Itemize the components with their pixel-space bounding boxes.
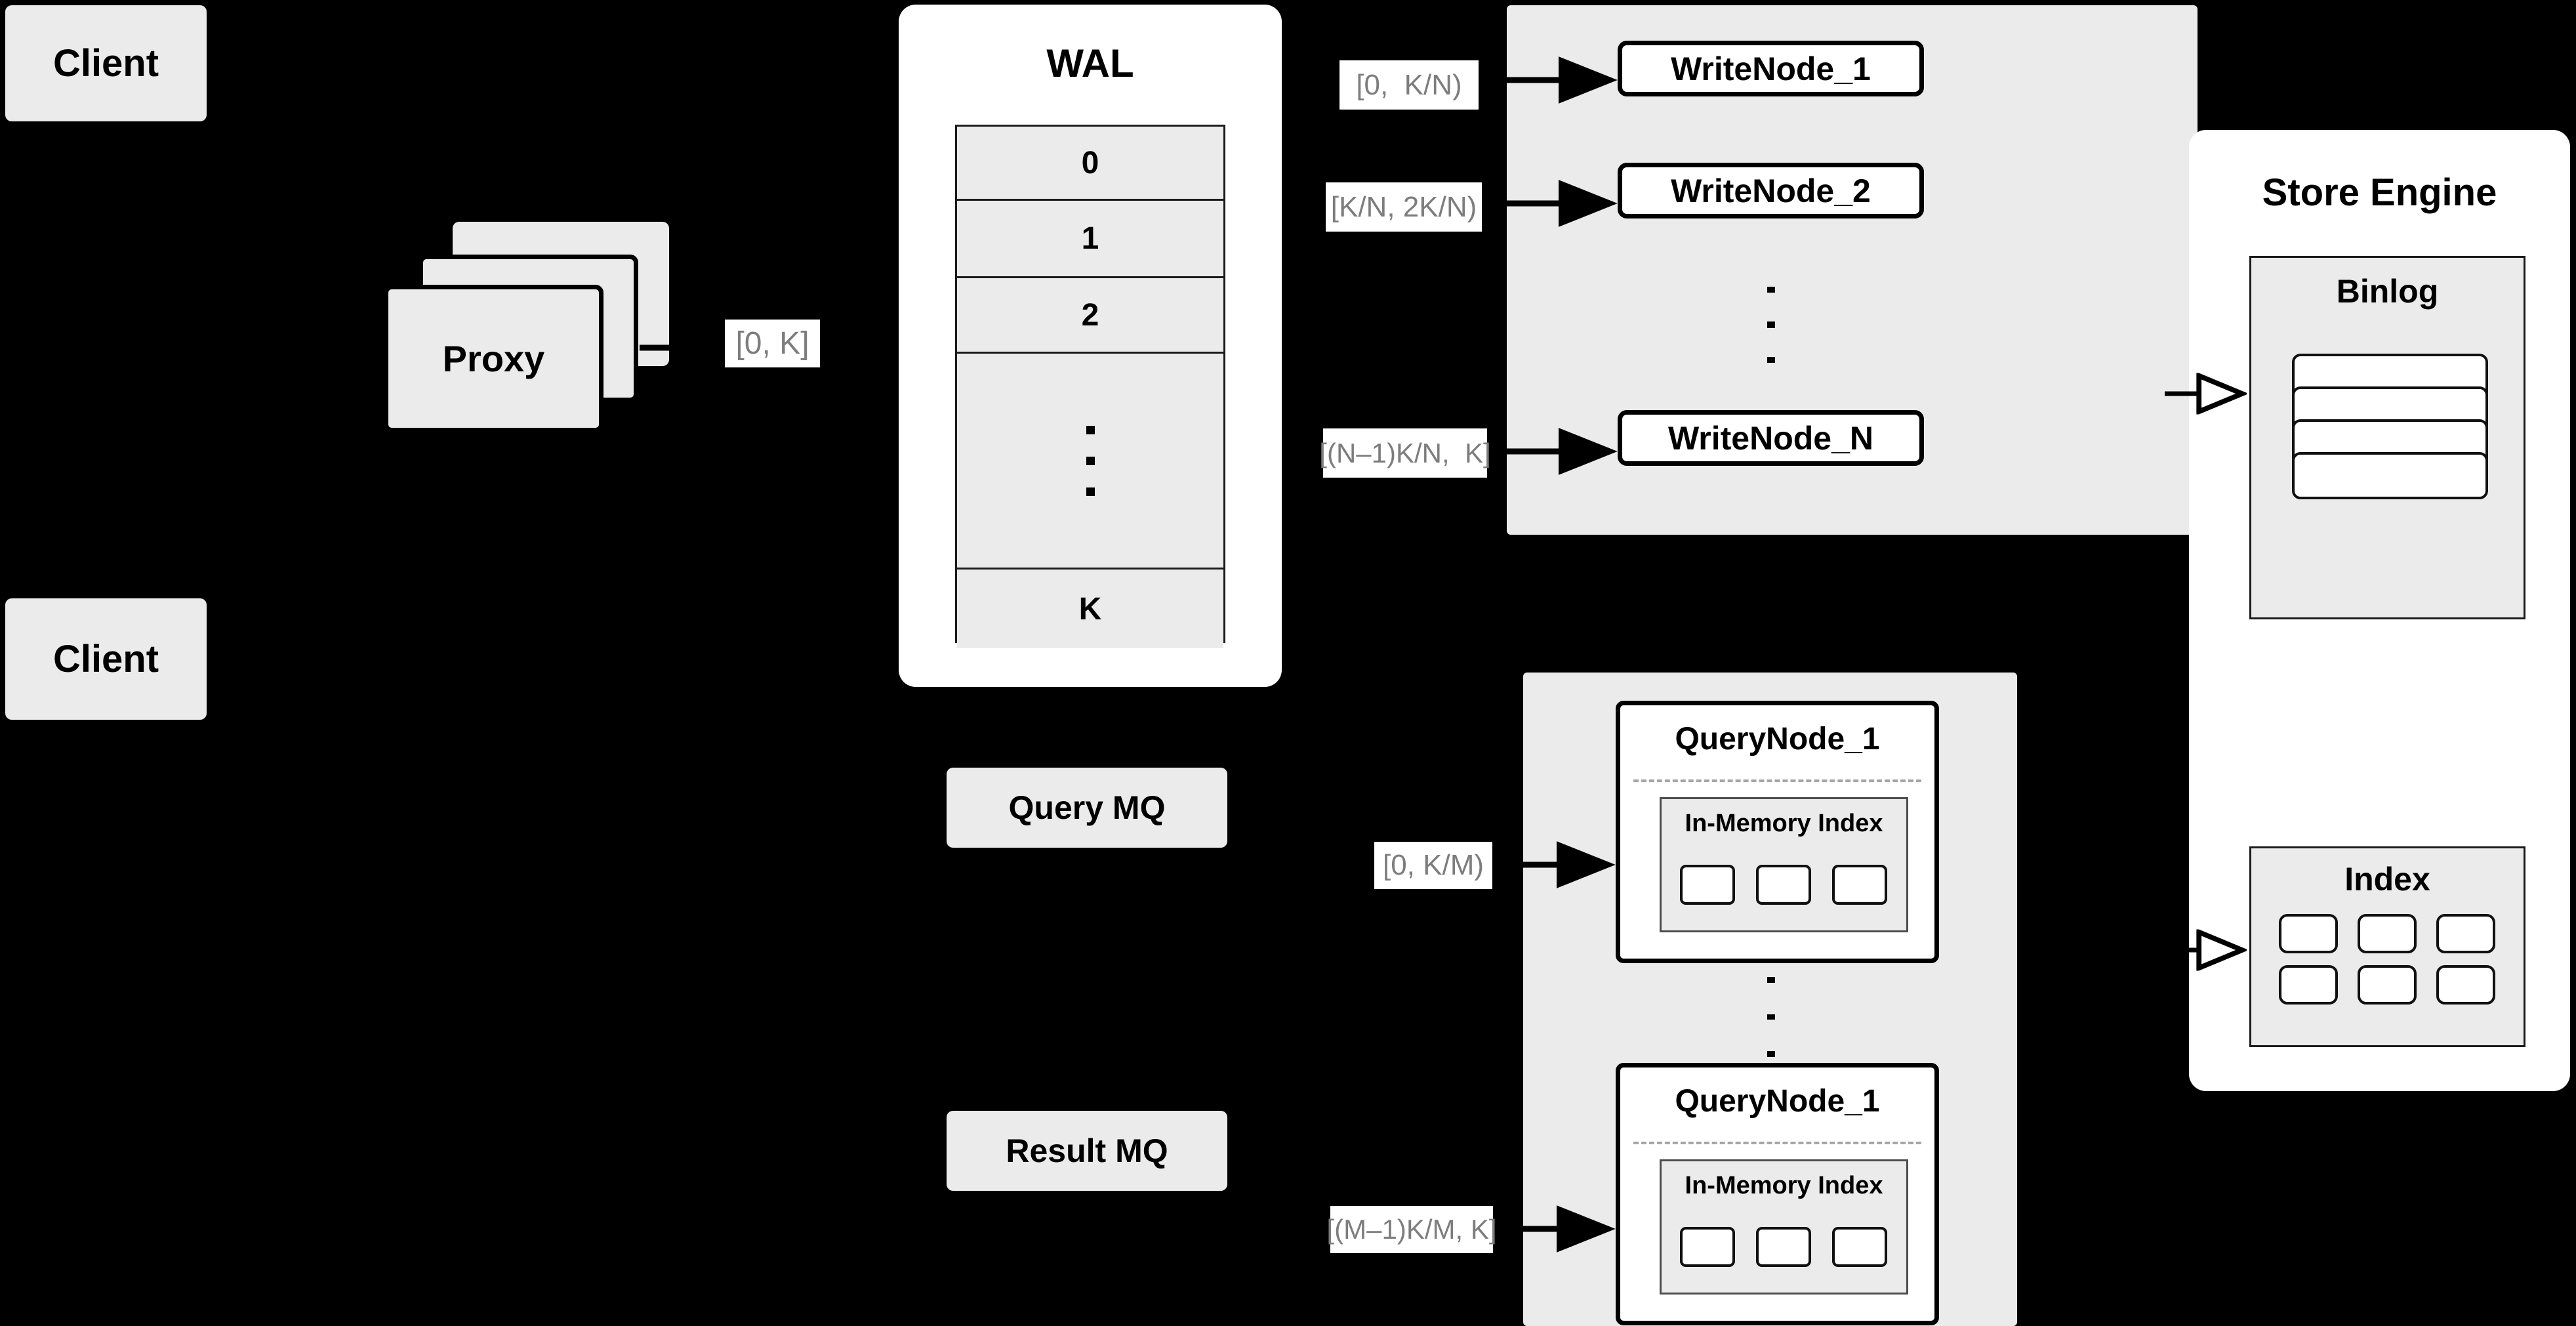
wal-cell[interactable]: K <box>957 570 1223 648</box>
index-cell[interactable] <box>2358 965 2417 1005</box>
write-range-text: [K/N, 2K/N) <box>1330 190 1477 223</box>
query-node-2[interactable]: QueryNode_1 In-Memory Index <box>1616 1063 1939 1325</box>
proxy-range-text: [0, K] <box>735 326 809 361</box>
query-range-label-m: [(M–1)K/M, K] <box>1326 1206 1497 1253</box>
query-node-separator <box>1633 779 1921 782</box>
wal-table: 0 1 2 K <box>955 125 1225 648</box>
binlog-title: Binlog <box>2336 273 2439 310</box>
binlog-panel: Binlog <box>2249 256 2525 619</box>
index-cell[interactable] <box>2436 965 2495 1005</box>
index-chip[interactable] <box>1680 1227 1735 1267</box>
index-panel: Index <box>2249 846 2525 1047</box>
query-node-label: QueryNode_1 <box>1675 722 1880 756</box>
query-range-text: [0, K/M) <box>1382 849 1484 881</box>
store-engine-container: Store Engine Binlog Index <box>2189 130 2570 1091</box>
result-mq-box[interactable]: Result MQ <box>947 1111 1227 1191</box>
query-mq-label: Query MQ <box>1008 789 1166 826</box>
result-mq-label: Result MQ <box>1006 1132 1168 1169</box>
in-memory-index-box: In-Memory Index <box>1660 797 1908 932</box>
write-range-text: [(N–1)K/N, K] <box>1319 437 1491 468</box>
proxy-box[interactable]: Proxy <box>384 285 603 432</box>
write-node-label: WriteNode_1 <box>1671 50 1871 87</box>
index-cell[interactable] <box>2436 914 2495 953</box>
in-memory-index-box: In-Memory Index <box>1660 1159 1908 1295</box>
in-memory-index-title: In-Memory Index <box>1685 1172 1883 1199</box>
index-cell[interactable] <box>2358 914 2417 953</box>
query-mq-box[interactable]: Query MQ <box>947 768 1227 848</box>
write-range-label-1: [0, K/N) <box>1339 60 1479 110</box>
index-title: Index <box>2344 861 2430 898</box>
wal-container: WAL 0 1 2 K <box>899 5 1282 687</box>
wal-cell-ellipsis <box>957 354 1223 570</box>
client-box-1[interactable]: Client <box>5 5 207 121</box>
store-engine-title: Store Engine <box>2262 171 2497 214</box>
wal-cell[interactable]: 0 <box>957 127 1223 201</box>
proxy-label: Proxy <box>442 338 545 379</box>
index-chip[interactable] <box>1832 865 1887 905</box>
write-node-label: WriteNode_2 <box>1671 172 1871 209</box>
query-range-text: [(M–1)K/M, K] <box>1326 1214 1497 1245</box>
write-range-label-2: [K/N, 2K/N) <box>1326 182 1482 232</box>
write-node-2[interactable]: WriteNode_2 <box>1618 163 1924 218</box>
query-range-label-1: [0, K/M) <box>1374 842 1492 889</box>
in-memory-index-title: In-Memory Index <box>1685 810 1883 837</box>
client-box-2[interactable]: Client <box>5 598 207 720</box>
client-label: Client <box>52 638 159 680</box>
write-range-text: [0, K/N) <box>1356 68 1462 101</box>
write-node-n[interactable]: WriteNode_N <box>1618 410 1924 466</box>
write-node-label: WriteNode_N <box>1667 419 1873 457</box>
write-range-label-n: [(N–1)K/N, K] <box>1319 428 1491 478</box>
query-node-separator <box>1633 1142 1921 1144</box>
index-chip[interactable] <box>1756 865 1811 905</box>
write-node-1[interactable]: WriteNode_1 <box>1618 41 1924 96</box>
query-cluster-ellipsis <box>1765 961 1778 1073</box>
write-cluster-ellipsis <box>1765 272 1778 377</box>
proxy-range-label: [0, K] <box>725 320 820 367</box>
wal-cell[interactable]: 2 <box>957 278 1223 354</box>
client-label: Client <box>52 42 159 85</box>
query-node-1[interactable]: QueryNode_1 In-Memory Index <box>1616 701 1939 963</box>
index-chip[interactable] <box>1756 1227 1811 1267</box>
index-chip[interactable] <box>1832 1227 1887 1267</box>
index-cell[interactable] <box>2279 965 2338 1005</box>
index-chip[interactable] <box>1680 865 1735 905</box>
index-cell[interactable] <box>2279 914 2338 953</box>
wal-cell[interactable]: 1 <box>957 201 1223 278</box>
wal-title: WAL <box>1046 41 1134 85</box>
query-node-label: QueryNode_1 <box>1675 1084 1880 1119</box>
binlog-row[interactable] <box>2292 452 2488 499</box>
